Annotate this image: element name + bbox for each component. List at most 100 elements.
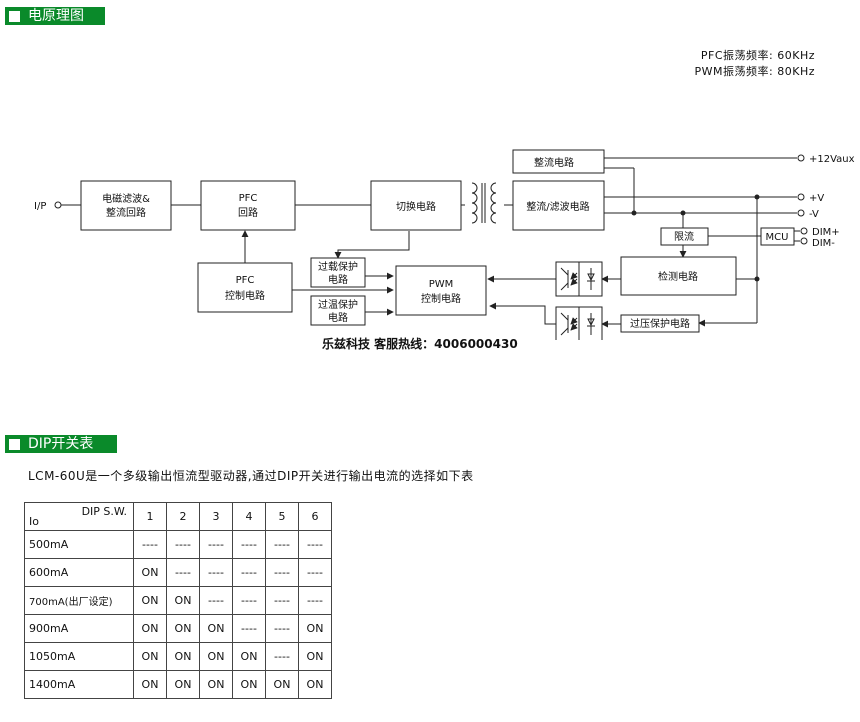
header-dip-label: DIP S.W. bbox=[81, 505, 127, 518]
block-detect: 检测电路 bbox=[620, 256, 737, 296]
terminal-dimpos bbox=[800, 227, 808, 235]
header-switch: 4 bbox=[232, 502, 266, 531]
optocoupler-icon bbox=[555, 261, 603, 297]
header-switch: 1 bbox=[133, 502, 167, 531]
section-title: DIP开关表 bbox=[28, 436, 94, 452]
svg-text:过温保护: 过温保护 bbox=[318, 298, 358, 311]
cell: ON bbox=[133, 614, 167, 643]
block-switch: 切换电路 bbox=[370, 180, 462, 231]
cell: ON bbox=[133, 558, 167, 587]
cell: ON bbox=[199, 642, 233, 671]
section-header-dip: DIP开关表 bbox=[5, 435, 117, 453]
intro-text: LCM-60U是一个多级输出恒流型驱动器,通过DIP开关进行输出电流的选择如下表 bbox=[28, 469, 474, 483]
row-io: 500mA bbox=[24, 530, 134, 559]
svg-text:过载保护: 过载保护 bbox=[318, 260, 358, 273]
table-row: 1400mA ON ON ON ON ON ON bbox=[24, 670, 332, 699]
block-emi: 电磁滤波& 整流回路 bbox=[80, 180, 172, 231]
section-header-schematic: 电原理图 bbox=[5, 7, 105, 25]
junction-dot bbox=[754, 276, 760, 282]
terminal-dimneg-label: DIM- bbox=[812, 238, 835, 249]
table-row: 700mA(出厂设定) ON ON ---- ---- ---- ---- bbox=[24, 586, 332, 615]
terminal-vneg-label: -V bbox=[809, 209, 819, 220]
cell: ---- bbox=[232, 530, 266, 559]
pwm-frequency: PWM振荡频率: 80KHz bbox=[694, 65, 815, 78]
junction-dot bbox=[680, 210, 686, 216]
block-ocp: 过载保护 电路 bbox=[310, 257, 366, 288]
svg-text:检测电路: 检测电路 bbox=[658, 270, 698, 283]
cell: ON bbox=[232, 670, 266, 699]
header-switch: 5 bbox=[265, 502, 299, 531]
junction-dot bbox=[754, 194, 760, 200]
optocoupler-icon bbox=[555, 306, 603, 340]
cell: ON bbox=[166, 642, 200, 671]
svg-text:整流/滤波电路: 整流/滤波电路 bbox=[526, 200, 589, 213]
svg-text:电磁滤波&: 电磁滤波& bbox=[102, 192, 150, 205]
header-switch: 3 bbox=[199, 502, 233, 531]
block-rect-aux: 整流电路 bbox=[512, 149, 605, 174]
row-io: 1050mA bbox=[24, 642, 134, 671]
cell: ON bbox=[298, 670, 332, 699]
cell: ON bbox=[166, 670, 200, 699]
header-switch: 2 bbox=[166, 502, 200, 531]
block-pfc: PFC 回路 bbox=[200, 180, 296, 231]
cell: ---- bbox=[133, 530, 167, 559]
hotline-text: 乐兹科技 客服热线：4006000430 bbox=[322, 337, 518, 351]
transformer-icon bbox=[471, 182, 497, 224]
table-header-corner: DIP S.W. Io bbox=[24, 502, 134, 531]
block-pfc-ctrl: PFC 控制电路 bbox=[197, 262, 293, 313]
cell: ---- bbox=[166, 530, 200, 559]
cell: ---- bbox=[265, 558, 299, 587]
cell: ---- bbox=[265, 642, 299, 671]
wire-opto2-pwm bbox=[489, 302, 556, 325]
svg-text:切换电路: 切换电路 bbox=[396, 200, 436, 213]
pfc-frequency: PFC振荡频率: 60KHz bbox=[700, 49, 815, 62]
svg-text:PWM: PWM bbox=[429, 279, 454, 290]
terminal-vpos bbox=[797, 193, 805, 201]
table-row: 1050mA ON ON ON ON ---- ON bbox=[24, 642, 332, 671]
terminal-vpos-label: +V bbox=[809, 193, 824, 204]
svg-text:过压保护电路: 过压保护电路 bbox=[630, 317, 690, 330]
wire-switch-ocp bbox=[334, 231, 410, 259]
header-io-label: Io bbox=[29, 515, 39, 528]
row-io: 900mA bbox=[24, 614, 134, 643]
block-limit: 限流 bbox=[660, 227, 709, 246]
terminal-ip-label: I/P bbox=[34, 201, 46, 212]
cell: ---- bbox=[265, 530, 299, 559]
block-diagram: I/P +12Vaux +V -V DIM+ DIM- 电磁滤波& 整流回路 P… bbox=[34, 149, 855, 340]
svg-text:控制电路: 控制电路 bbox=[421, 292, 461, 305]
table-row: 600mA ON ---- ---- ---- ---- ---- bbox=[24, 558, 332, 587]
table-header-row: DIP S.W. Io 1 2 3 4 5 6 bbox=[24, 502, 332, 531]
junction-dot bbox=[631, 210, 637, 216]
svg-text:电路: 电路 bbox=[328, 311, 348, 324]
cell: ---- bbox=[199, 530, 233, 559]
cell: ON bbox=[298, 614, 332, 643]
block-pwm: PWM 控制电路 bbox=[395, 265, 487, 316]
block-ovp: 过压保护电路 bbox=[620, 314, 700, 333]
terminal-dimpos-label: DIM+ bbox=[812, 227, 840, 238]
cell: ---- bbox=[199, 558, 233, 587]
row-io: 700mA(出厂设定) bbox=[24, 586, 134, 615]
table-row: 500mA ---- ---- ---- ---- ---- ---- bbox=[24, 530, 332, 559]
terminal-aux-label: +12Vaux bbox=[809, 154, 855, 165]
svg-text:PFC: PFC bbox=[236, 275, 255, 286]
terminal-ip bbox=[54, 201, 62, 209]
cell: ON bbox=[166, 614, 200, 643]
cell: ---- bbox=[199, 586, 233, 615]
svg-text:电路: 电路 bbox=[328, 273, 348, 286]
row-io: 1400mA bbox=[24, 670, 134, 699]
cell: ---- bbox=[232, 586, 266, 615]
cell: ON bbox=[298, 642, 332, 671]
cell: ON bbox=[199, 670, 233, 699]
svg-text:PFC: PFC bbox=[239, 193, 258, 204]
header-switch: 6 bbox=[298, 502, 332, 531]
svg-text:整流电路: 整流电路 bbox=[534, 156, 574, 169]
svg-text:限流: 限流 bbox=[674, 230, 694, 243]
cell: ON bbox=[133, 586, 167, 615]
svg-text:回路: 回路 bbox=[238, 206, 258, 219]
cell: ---- bbox=[232, 558, 266, 587]
cell: ON bbox=[265, 670, 299, 699]
svg-text:MCU: MCU bbox=[766, 232, 789, 243]
cell: ---- bbox=[265, 614, 299, 643]
svg-text:控制电路: 控制电路 bbox=[225, 289, 265, 302]
section-title: 电原理图 bbox=[28, 8, 84, 24]
